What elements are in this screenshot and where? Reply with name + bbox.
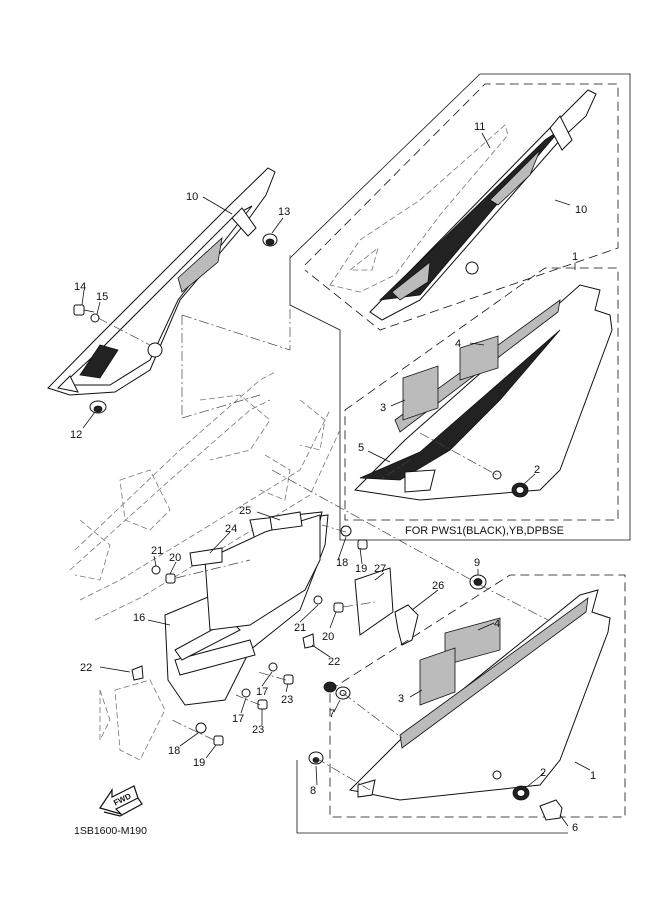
callout-12: 12 [70,429,82,441]
clip-22-left [131,665,144,681]
variant-kit-outline [289,73,631,541]
callout-23a: 23 [281,694,293,706]
washer-21-left [151,565,161,575]
washer-17a [268,662,278,672]
callout-25: 25 [239,505,251,517]
callout-24: 24 [225,523,237,535]
callout-15: 15 [96,291,108,303]
callout-13: 13 [278,206,290,218]
side-cover-right [348,589,611,801]
diagram-code: 1SB1600-M190 [74,825,147,837]
tray-27 [354,567,394,636]
decal-3-variant [402,365,439,421]
fwd-arrow-icon: FWD [99,785,143,817]
bolt-19-lower [213,735,224,746]
callout-3a: 3 [380,402,386,414]
grommet-9 [469,574,487,590]
callout-16: 16 [133,612,145,624]
lower-kit-outline [296,760,568,834]
callout-27: 27 [374,563,386,575]
decal-3 [419,647,456,706]
variant-note: FOR PWS1(BLACK),YB,DPBSE [405,525,564,537]
grommet-12 [89,400,107,414]
bolt-19-upper [357,539,368,550]
callout-4a: 4 [455,338,461,350]
callout-labels: 10 13 14 15 12 11 10 1 4 3 5 2 FOR PWS1(… [70,121,596,834]
bolt-18-upper [340,525,352,537]
strap-26 [394,604,419,646]
callout-18a: 18 [336,557,348,569]
side-cover-upper-right [369,89,597,321]
decal-4-variant [459,335,499,381]
grommet-13 [262,233,278,247]
callout-14: 14 [74,281,86,293]
callout-21b: 21 [294,622,306,634]
bolt-20-right [333,602,344,613]
grommet-2 [512,785,530,801]
grommet-2-variant [511,482,529,498]
callout-22a: 22 [80,662,92,674]
callout-3b: 3 [398,693,404,705]
pad-25 [269,511,303,531]
callout-18b: 18 [168,745,180,757]
washer-21-right [313,595,323,605]
washer-17b [241,688,251,698]
clip-22-right [302,633,315,649]
callout-leaders [81,132,591,827]
callout-1b: 1 [590,770,596,782]
callout-20b: 20 [322,631,334,643]
cover-inner-ghost [329,124,509,293]
callout-6: 6 [572,822,578,834]
callout-2b: 2 [540,767,546,779]
callout-5: 5 [358,442,364,454]
side-cover-set-dashed-box [304,83,619,331]
callout-19b: 19 [193,757,205,769]
bolt-18-lower [195,722,207,734]
screw-6 [539,799,563,821]
bolt-20-left [165,573,176,584]
side-cover-lower-dashed-box [329,574,626,818]
callout-4b: 4 [494,618,500,630]
callout-10a: 10 [186,191,198,203]
callout-20a: 20 [169,552,181,564]
callout-10b: 10 [575,204,587,216]
callout-17a: 17 [256,686,268,698]
bolt-14 [73,304,95,316]
pad-24 [189,547,223,567]
callout-23b: 23 [252,724,264,736]
callout-11: 11 [474,121,485,133]
callout-21a: 21 [151,545,163,557]
washer-15 [90,313,100,323]
callout-7: 7 [329,708,335,720]
callout-1a: 1 [572,251,578,263]
side-cover-right-dashed-box [344,267,619,521]
callout-26: 26 [432,580,444,592]
frame-ghost [69,371,341,761]
side-cover-upper-left [47,167,276,396]
grommet-7b [323,681,337,693]
callout-17b: 17 [232,713,244,725]
callout-22b: 22 [328,656,340,668]
callout-8: 8 [310,785,316,797]
callout-2a: 2 [534,464,540,476]
callout-9: 9 [474,557,480,569]
callout-19a: 19 [355,563,367,575]
assembly-leader-lines [97,255,549,791]
